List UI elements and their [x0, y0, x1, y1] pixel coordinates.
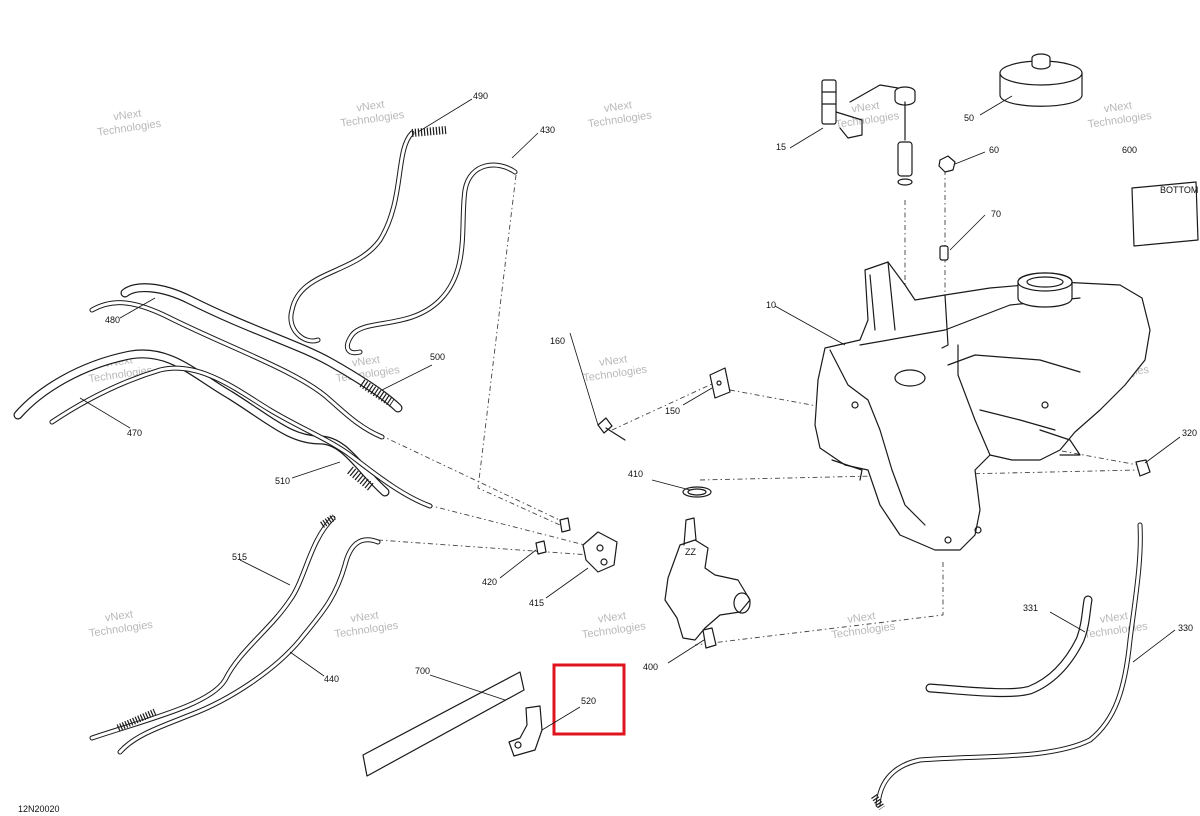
callout-440: 440 — [324, 674, 339, 684]
fuel-sender-15 — [821, 79, 916, 186]
callout-330: 330 — [1178, 623, 1193, 633]
hose-430 — [344, 162, 518, 356]
callout-480: 480 — [105, 315, 120, 325]
callout-160: 160 — [550, 336, 565, 346]
callout-10: 10 — [766, 300, 776, 310]
screw-160 — [597, 417, 626, 441]
leader-lines — [79, 95, 1181, 731]
callout-60: 60 — [989, 145, 999, 155]
callout-600: 600 — [1122, 145, 1137, 155]
callout-470: 470 — [127, 428, 142, 438]
callout-700: 700 — [415, 666, 430, 676]
svg-text:BOTTOM: BOTTOM — [1160, 185, 1198, 195]
callout-15: 15 — [776, 142, 786, 152]
decal-600: BOTTOM — [1131, 181, 1199, 247]
svg-text:vNext: vNext — [1103, 100, 1133, 116]
svg-text:vNext: vNext — [599, 353, 629, 369]
heat-shield-700 — [362, 671, 525, 777]
callout-420: 420 — [482, 577, 497, 587]
callout-50: 50 — [964, 113, 974, 123]
svg-text:vNext: vNext — [597, 610, 627, 626]
svg-text:vNext: vNext — [113, 107, 143, 123]
clamp-320 — [1135, 459, 1151, 477]
callout-430: 430 — [540, 125, 555, 135]
hose-331 — [925, 595, 1093, 698]
bracket-415 — [582, 531, 618, 573]
clamp-410 — [682, 486, 712, 498]
callout-515: 515 — [232, 552, 247, 562]
callout-500: 500 — [430, 352, 445, 362]
hose-470 — [13, 349, 433, 509]
diagram-id: 12N20020 — [18, 804, 60, 814]
hose-330 — [871, 522, 1143, 810]
svg-text:vNext: vNext — [851, 100, 881, 116]
callout-331: 331 — [1023, 603, 1038, 613]
svg-text:vNext: vNext — [350, 609, 380, 625]
svg-text:ZZ: ZZ — [685, 547, 696, 557]
callout-400: 400 — [643, 662, 658, 672]
grommet-60 — [938, 155, 956, 173]
svg-text:vNext: vNext — [351, 354, 381, 370]
hose-515 — [89, 514, 336, 741]
callout-70: 70 — [991, 209, 1001, 219]
fuel-tank-10 — [814, 261, 1151, 551]
svg-text:vNext: vNext — [104, 609, 134, 625]
bracket-150 — [709, 367, 731, 399]
nuts-420 — [535, 517, 571, 555]
hose-480 — [89, 283, 403, 440]
svg-text:vNext: vNext — [1099, 610, 1129, 626]
fuel-cap-50 — [999, 53, 1083, 107]
callout-150: 150 — [665, 406, 680, 416]
highlight-box — [552, 663, 626, 736]
svg-text:vNext: vNext — [356, 99, 386, 115]
bracket-520 — [508, 705, 543, 757]
hose-490 — [288, 126, 447, 344]
fuel-pump-400: ZZ — [664, 517, 751, 649]
svg-text:vNext: vNext — [847, 610, 877, 626]
callout-415: 415 — [529, 598, 544, 608]
hose-440 — [117, 537, 381, 755]
callout-410: 410 — [628, 469, 643, 479]
callout-490: 490 — [473, 91, 488, 101]
fitting-70 — [939, 245, 949, 261]
callout-510: 510 — [275, 476, 290, 486]
callout-labels: 490 430 480 500 470 510 515 440 700 520 … — [105, 91, 1197, 706]
svg-text:vNext: vNext — [603, 99, 633, 115]
callout-320: 320 — [1182, 428, 1197, 438]
callout-520: 520 — [581, 696, 596, 706]
